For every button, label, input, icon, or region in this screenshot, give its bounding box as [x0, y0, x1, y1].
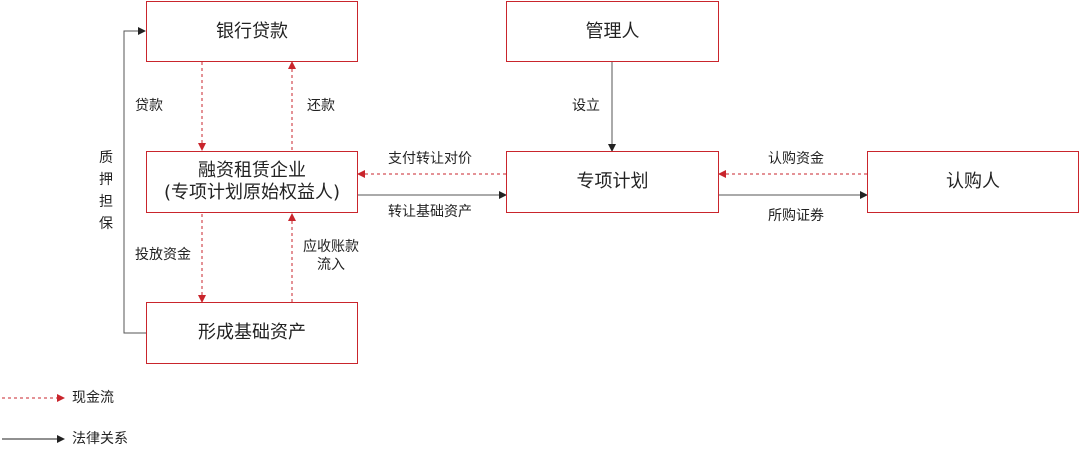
repay-label: 还款 — [307, 98, 335, 114]
underlying-assets-box: 形成基础资产 — [146, 302, 358, 364]
manager-label: 管理人 — [585, 20, 640, 42]
setup-label: 设立 — [572, 98, 600, 114]
subscriber-label: 认购人 — [946, 171, 1000, 192]
leasing-company-box: 融资租赁企业 (专项计划原始权益人) — [146, 151, 358, 213]
legend-legal-relation-label: 法律关系 — [72, 431, 128, 447]
purchased-securities-label: 所购证券 — [768, 208, 824, 224]
special-plan-label: 专项计划 — [576, 171, 649, 192]
bank-loan-label: 银行贷款 — [216, 20, 288, 42]
pledge-arrow — [123, 27, 146, 334]
transfer-assets-label: 转让基础资产 — [388, 204, 472, 220]
pay-consideration-label: 支付转让对价 — [388, 151, 472, 167]
subscriber-box: 认购人 — [867, 151, 1079, 213]
original-equity-holder-label: (专项计划原始权益人) — [163, 182, 341, 203]
underlying-assets-label: 形成基础资产 — [198, 322, 306, 343]
subscription-funds-label: 认购资金 — [768, 151, 824, 167]
manager-box: 管理人 — [506, 1, 719, 62]
special-plan-box: 专项计划 — [506, 151, 719, 213]
bank-loan-box: 银行贷款 — [146, 1, 358, 62]
legend-cash-flow-label: 现金流 — [72, 390, 114, 406]
pledge-label: 质押担保 — [99, 150, 113, 232]
loan-label: 贷款 — [135, 98, 163, 114]
receivables-label-line1: 应收账款 — [303, 239, 359, 255]
receivables-inflow-label: 应收账款 流入 — [302, 238, 360, 274]
receivables-label-line2: 流入 — [317, 257, 345, 273]
invest-funds-label: 投放资金 — [135, 247, 191, 263]
leasing-company-label: 融资租赁企业 — [198, 160, 306, 181]
